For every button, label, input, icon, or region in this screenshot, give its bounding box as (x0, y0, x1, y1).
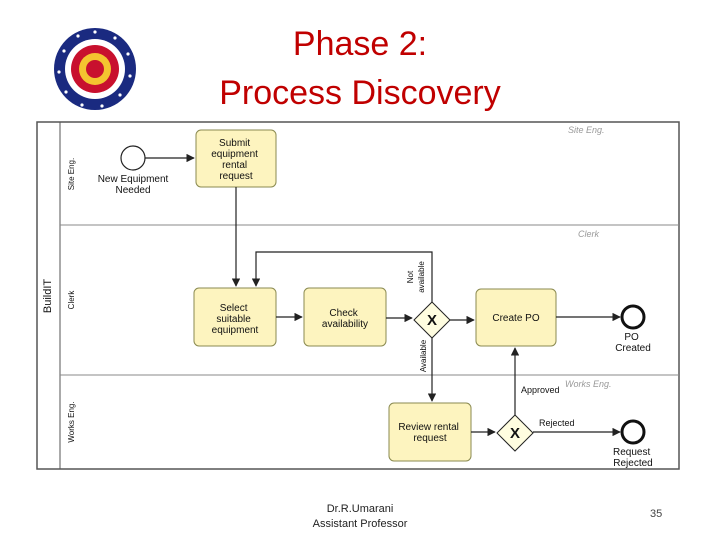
end-event-request-rejected (620, 419, 646, 445)
end-event-po-created-label: PO Created (615, 332, 651, 354)
start-event-label-line1: New Equipment (98, 174, 169, 185)
lane-label-clerk: Clerk (67, 290, 76, 310)
approval-gateway (496, 414, 534, 452)
lane-label-site: Site Eng. (67, 158, 76, 190)
task-create-po-label: Create PO (492, 313, 539, 324)
flow-not-available (251, 251, 433, 302)
slide-title-line1: Phase 2: (292, 25, 428, 63)
task-check-label: Check availability (322, 308, 368, 330)
task-submit-label: Submit equipment rental request (211, 138, 260, 182)
lane-label-works: Works Eng. (67, 401, 76, 442)
task-review-label: Review rental request (398, 422, 461, 444)
lane-watermark-clerk: Clerk (578, 229, 600, 239)
end-event-request-rejected-label: Request Rejected (613, 447, 653, 469)
flow-label-not: Not (406, 270, 415, 283)
start-event (120, 145, 146, 171)
institute-seal-icon (54, 28, 136, 110)
task-check-availability (303, 287, 387, 347)
start-event-label-line2: Needed (115, 185, 150, 196)
lane-watermark-works: Works Eng. (565, 379, 612, 389)
footer-author-role: Assistant Professor (312, 518, 408, 530)
flow-label-available: Available (419, 339, 428, 372)
flow-label-approved: Approved (521, 385, 560, 395)
gateway-x-icon: X (510, 425, 520, 442)
footer-author-name: Dr.R.Umarani (326, 503, 394, 515)
gateway-x-icon: X (427, 312, 437, 329)
task-select-label: Select suitable equipment (212, 303, 259, 336)
slide-title-line2: Process Discovery (219, 74, 501, 112)
pool-label: BuildIT (42, 279, 54, 314)
end-event-po-created (620, 304, 646, 330)
flow-label-rejected: Rejected (539, 418, 575, 428)
page-number: 35 (650, 508, 663, 520)
lane-watermark-site: Site Eng. (568, 125, 605, 135)
flow-label-not-available: available (417, 261, 426, 293)
